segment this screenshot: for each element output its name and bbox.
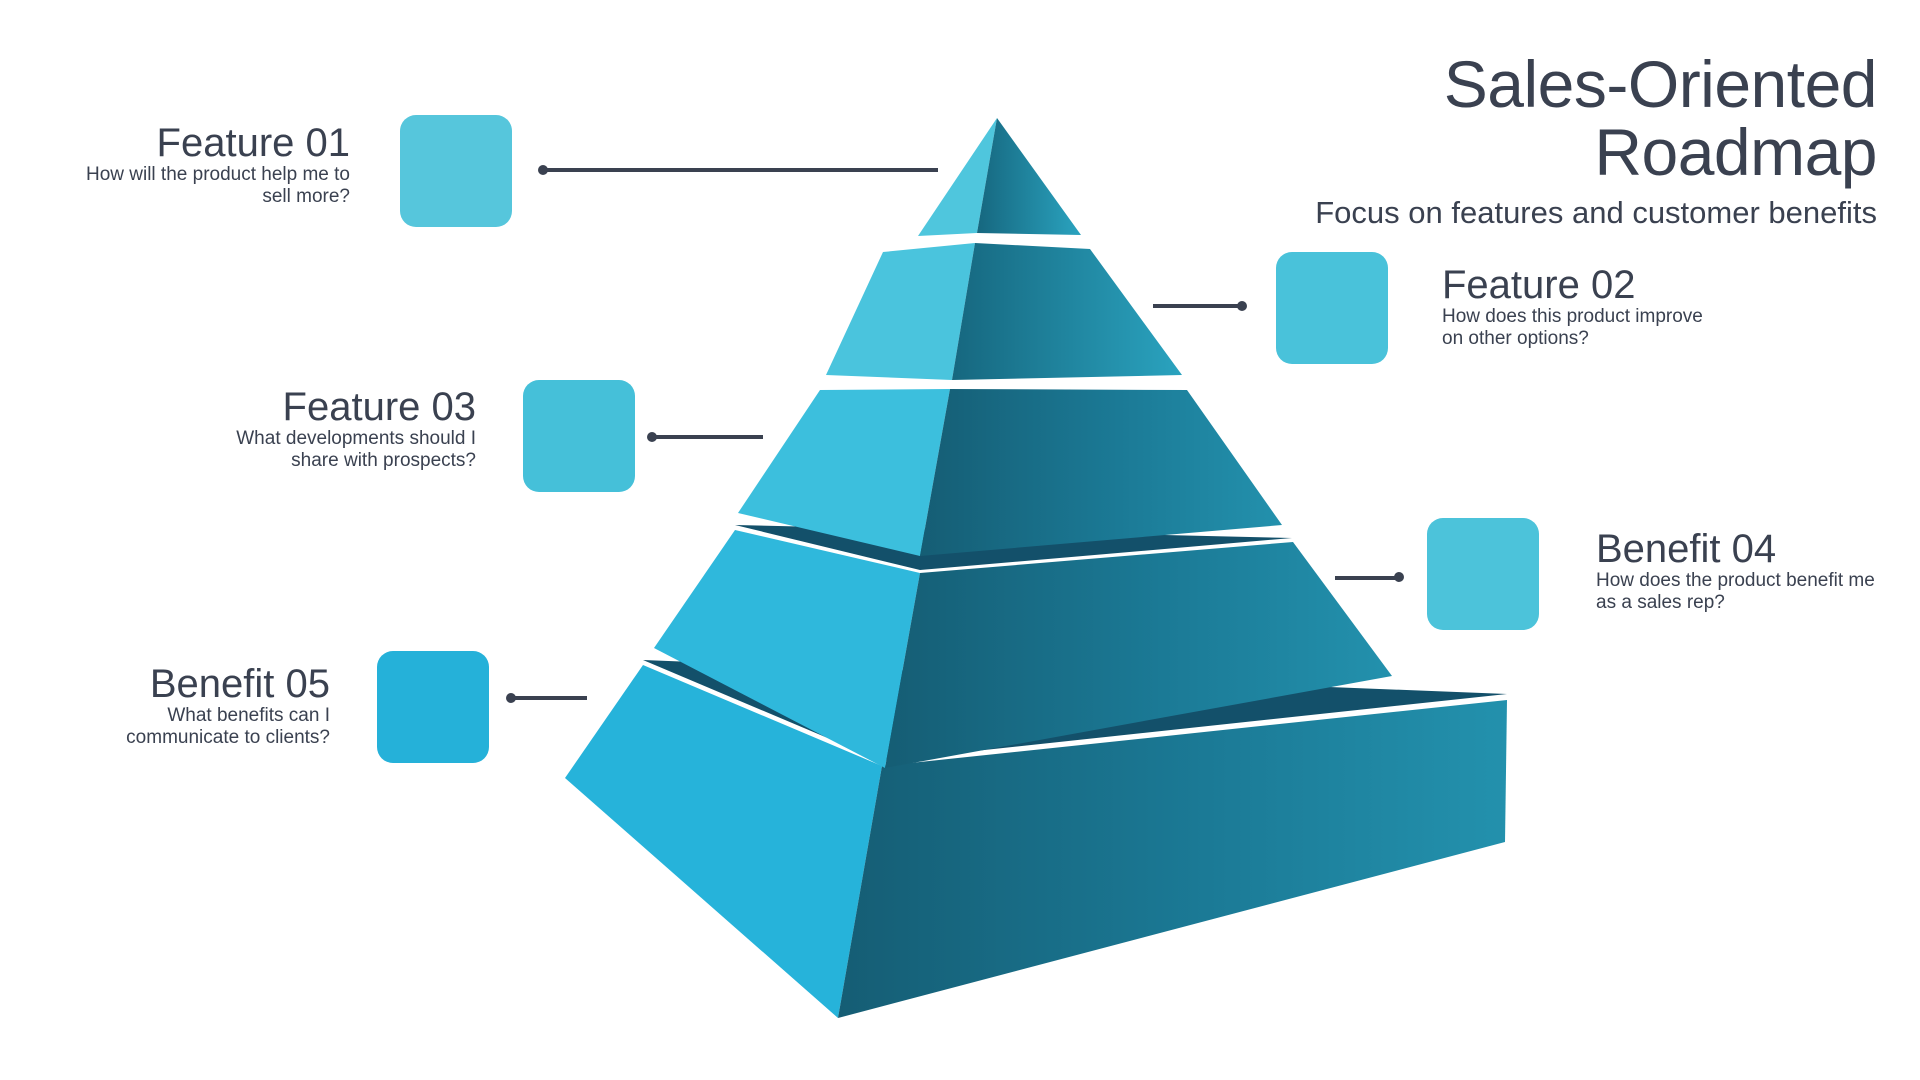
feature-01-label: Feature 01 How will the product help me … [86,122,350,208]
feature-03-desc-line-2: share with prospects? [291,450,476,471]
feature-03-connector-line [652,435,763,439]
feature-01-icon-box [400,115,512,227]
feature-01-desc-line-2: sell more? [262,186,350,207]
feature-02-connector-line [1153,304,1242,308]
benefit-05-icon-box [377,651,489,763]
feature-02-connector-dot [1237,301,1247,311]
feature-01-connector-line [543,168,938,172]
tier-1-right-face [977,118,1081,235]
tier-5-left-face [565,665,882,1018]
title-line-2: Roadmap [1594,115,1877,189]
benefit-05-connector-line [511,696,587,700]
feature-02-desc-line-1: How does this product improve [1442,306,1703,327]
tier-2-left-face [826,243,975,380]
feature-03-icon-box [523,380,635,492]
benefit-04-desc-line-2: as a sales rep? [1596,592,1725,613]
benefit-04-label: Benefit 04 How does the product benefit … [1596,528,1875,614]
tier-3-right-face [920,389,1282,556]
benefit-04-icon-box [1427,518,1539,630]
tier-4-left-face [654,530,920,768]
feature-01-desc-line-1: How will the product help me to [85,164,350,185]
benefit-05-heading: Benefit 05 [149,662,330,706]
tier-2-right-face [952,243,1182,380]
feature-02-heading: Feature 02 [1442,263,1636,307]
benefit-05-desc-line-2: communicate to clients? [126,727,330,748]
benefit-04-desc-line-1: How does the product benefit me [1596,570,1875,591]
benefit-05-desc-line-1: What benefits can I [167,705,330,726]
tier-4-right-face [885,542,1392,768]
pyramid-tier-2 [826,243,1182,380]
feature-03-label: Feature 03 What developments should I sh… [236,386,476,472]
benefit-05-label: Benefit 05 What benefits can I communica… [126,663,330,749]
feature-03-heading: Feature 03 [282,385,476,429]
feature-01-heading: Feature 01 [156,121,350,165]
subtitle: Focus on features and customer benefits [1315,195,1877,230]
benefit-04-connector-dot [1394,572,1404,582]
title-block: Sales-Oriented Roadmap Focus on features… [1315,50,1877,230]
feature-03-desc-line-1: What developments should I [236,428,476,449]
feature-02-desc-line-2: on other options? [1442,328,1589,349]
pyramid-tier-3 [738,389,1282,556]
tier-1-left-face [918,118,997,236]
pyramid-tier-1 [918,118,1081,236]
feature-02-icon-box [1276,252,1388,364]
tier-5-right-face [838,700,1507,1018]
tier-3-left-face [738,389,950,556]
benefit-04-heading: Benefit 04 [1596,527,1777,571]
benefit-04-connector-line [1335,576,1401,580]
title-line-1: Sales-Oriented [1443,47,1878,121]
feature-02-label: Feature 02 How does this product improve… [1442,264,1703,350]
